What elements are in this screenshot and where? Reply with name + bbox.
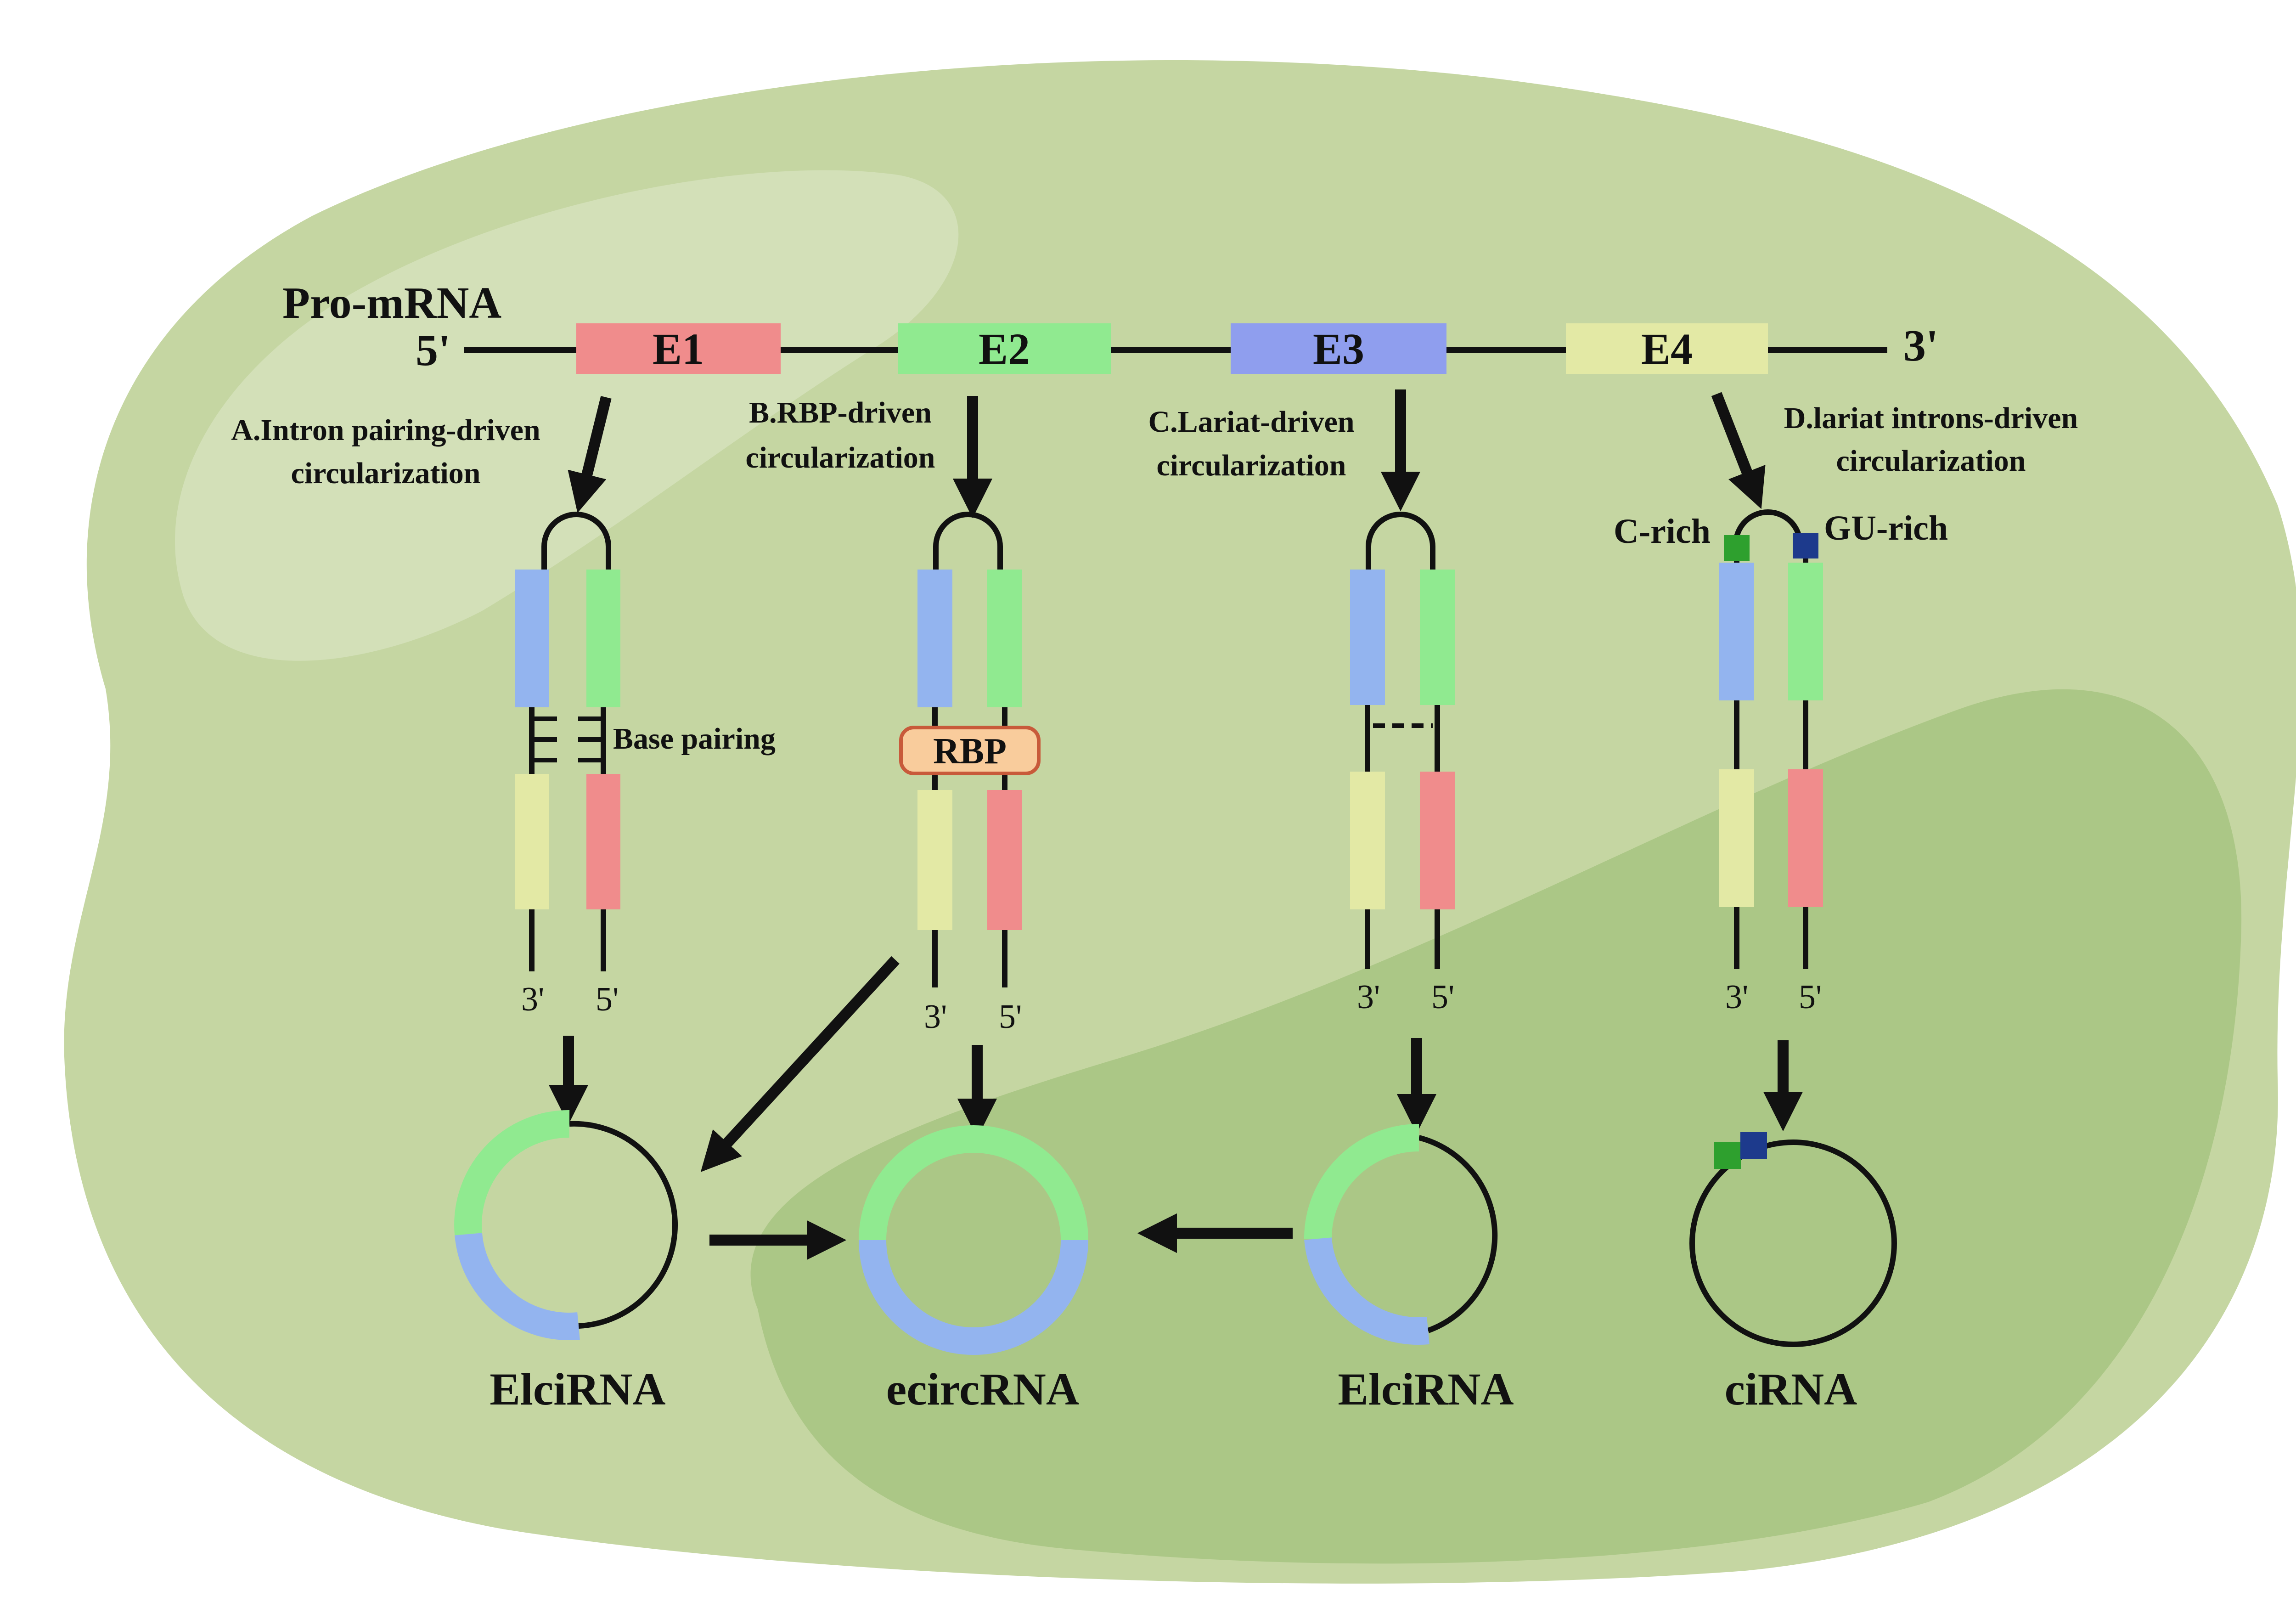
pathway-b-title-line1: B.RBP-driven xyxy=(749,396,932,429)
pathway-d-title-line1: D.lariat introns-driven xyxy=(1784,401,2078,435)
arrow-a-down xyxy=(568,396,612,513)
exon-e1 xyxy=(576,323,781,374)
pathway-b-end-right: 5' xyxy=(999,998,1022,1036)
pathway-d-title-line2: circularization xyxy=(1836,444,2026,478)
pathway-a-title-line2: circularization xyxy=(291,457,480,490)
elcirna-circle-c xyxy=(1304,1124,1498,1345)
c-rich-label: C-rich xyxy=(1614,512,1711,551)
exon-e1-label: E1 xyxy=(653,324,704,373)
gu-rich-marker-square xyxy=(1793,533,1818,558)
ecircrna-circle xyxy=(859,1125,1088,1355)
product-a-label: ElciRNA xyxy=(490,1364,665,1415)
pre-mrna-label: Pro-mRNA xyxy=(282,278,501,328)
pathway-a-title-line1: A.Intron pairing-driven xyxy=(231,413,540,447)
base-pairing-label: Base pairing xyxy=(613,722,776,756)
pathway-b-title-line2: circularization xyxy=(745,441,935,474)
pathway-a-end-right: 5' xyxy=(596,981,619,1018)
pathway-a-end-left: 3' xyxy=(521,981,544,1018)
pathway-d-end-right: 5' xyxy=(1799,978,1822,1016)
exon-e3-label: E3 xyxy=(1313,324,1364,373)
product-b-label: ecircRNA xyxy=(886,1364,1079,1415)
product-c-label: ElciRNA xyxy=(1338,1364,1514,1415)
rbp-label: RBP xyxy=(933,731,1007,772)
pathway-c-end-right: 5' xyxy=(1431,978,1454,1016)
arrow-d-down xyxy=(1711,392,1766,509)
cirna-gu-rich-marker xyxy=(1740,1132,1767,1159)
product-d-label: ciRNA xyxy=(1725,1364,1857,1415)
cirna-circle xyxy=(1689,1132,1897,1347)
pathway-b-hairpin xyxy=(917,512,1022,987)
c-rich-marker-square xyxy=(1724,535,1750,561)
exon-e4-label: E4 xyxy=(1641,324,1693,373)
five-prime-end-label: 5' xyxy=(416,326,450,375)
arrow-b-to-elcirna xyxy=(700,956,900,1172)
cirna-c-rich-marker xyxy=(1714,1142,1741,1169)
pathway-d-hairpin xyxy=(1719,509,1823,969)
pathway-c-hairpin xyxy=(1350,512,1455,969)
exon-e2 xyxy=(898,323,1111,374)
gu-rich-label: GU-rich xyxy=(1824,509,1948,547)
pathway-c-end-left: 3' xyxy=(1357,978,1380,1016)
exon-e3 xyxy=(1231,323,1446,374)
pathway-a-hairpin xyxy=(515,512,620,971)
pathway-d-end-left: 3' xyxy=(1725,978,1748,1016)
pathway-c-title-line1: C.Lariat-driven xyxy=(1148,405,1354,439)
nucleus-region xyxy=(750,689,2242,1564)
pathway-b-end-left: 3' xyxy=(924,998,947,1036)
three-prime-end-label: 3' xyxy=(1903,321,1938,371)
exon-e4 xyxy=(1566,323,1768,374)
pathway-c-title-line2: circularization xyxy=(1156,449,1346,482)
highlight-region xyxy=(174,170,959,661)
elcirna-circle-a xyxy=(454,1110,678,1340)
rbp-box xyxy=(899,726,1041,775)
exon-e2-label: E2 xyxy=(979,324,1030,373)
